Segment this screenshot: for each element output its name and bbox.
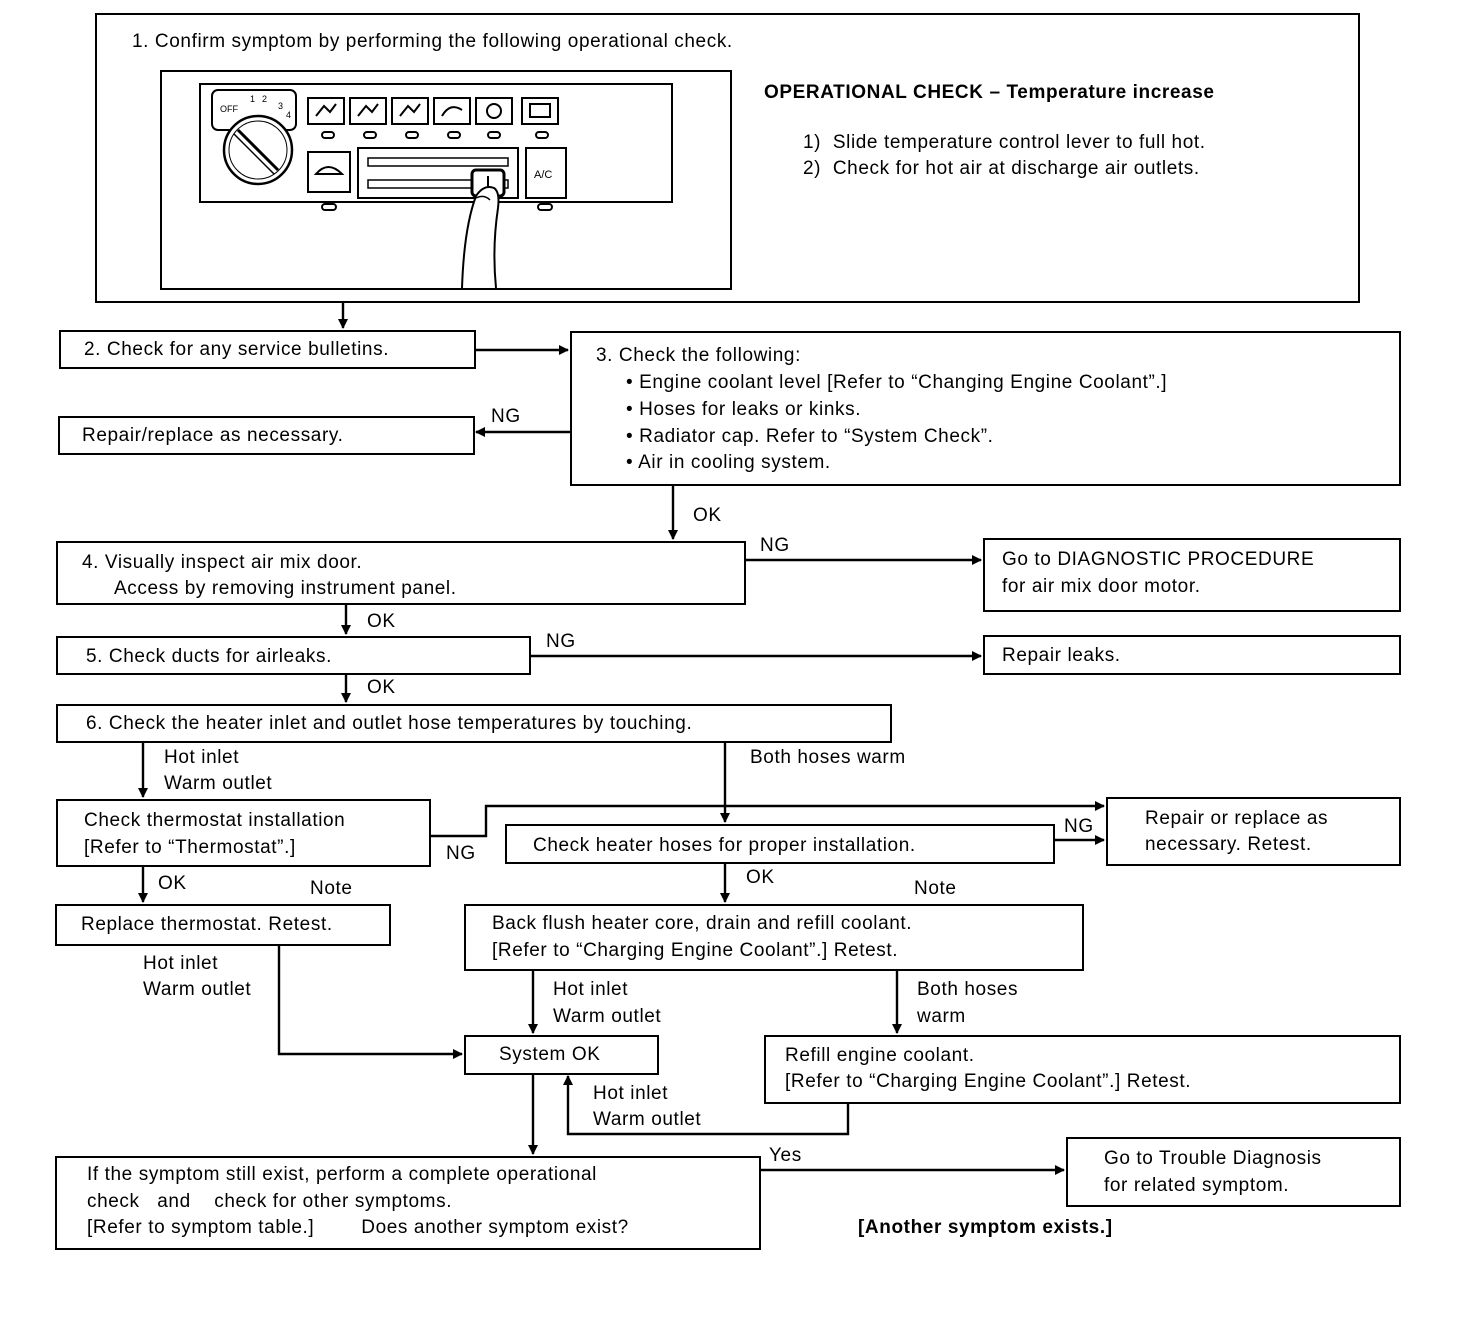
repair-replace-text: Repair/replace as necessary. xyxy=(82,425,344,446)
label-warm-outlet-4: Warm outlet xyxy=(593,1109,702,1130)
label-ok-step5: OK xyxy=(367,677,396,698)
label-warm-outlet-1: Warm outlet xyxy=(164,773,273,794)
arrow-thermostat-repair xyxy=(431,801,1105,838)
step3-item-2: Hoses for leaks or kinks. xyxy=(639,399,862,420)
trouble-diag-line2: for related symptom. xyxy=(1104,1175,1290,1196)
label-hot-inlet-2: Hot inlet xyxy=(143,953,219,974)
label-both-hoses-warm: Both hoses warm xyxy=(750,747,906,768)
heater-hoses-text: Check heater hoses for proper installati… xyxy=(533,835,916,856)
label-note-hoses: Note xyxy=(914,878,957,899)
step3-item-3: Radiator cap. Refer to “System Check”. xyxy=(639,426,994,447)
system-ok-box: System OK xyxy=(464,1035,659,1075)
diag-procedure-line2: for air mix door motor. xyxy=(1002,576,1201,597)
step5-box: 5. Check ducts for airleaks. xyxy=(56,636,531,675)
label-warm-outlet-2: Warm outlet xyxy=(143,979,252,1000)
arrow-refill-systemok xyxy=(563,1075,850,1136)
repair-leaks-text: Repair leaks. xyxy=(1002,645,1121,666)
step6-text: 6. Check the heater inlet and outlet hos… xyxy=(86,713,693,734)
step3-bullet-3: • Radiator cap. Refer to “System Check”. xyxy=(626,426,994,447)
label-yes: Yes xyxy=(769,1145,802,1166)
final-check-box: If the symptom still exist, perform a co… xyxy=(55,1156,761,1250)
thermostat-check-line2: [Refer to “Thermostat”.] xyxy=(84,837,296,858)
operational-step-2: 2) Check for hot air at discharge air ou… xyxy=(803,158,1200,179)
step2-text: 2. Check for any service bulletins. xyxy=(84,339,390,360)
label-hot-inlet-3: Hot inlet xyxy=(553,979,629,1000)
label-hot-inlet-1: Hot inlet xyxy=(164,747,240,768)
replace-thermostat-text: Replace thermostat. Retest. xyxy=(81,914,333,935)
thermostat-check-line1: Check thermostat installation xyxy=(84,810,346,831)
step4-line2: Access by removing instrument panel. xyxy=(114,578,457,599)
trouble-diag-box: Go to Trouble Diagnosis for related symp… xyxy=(1066,1137,1401,1207)
step3-item-1: Engine coolant level [Refer to “Changing… xyxy=(639,372,1168,393)
step1-text: 1. Confirm symptom by performing the fol… xyxy=(132,31,733,52)
hvac-panel-drawing: OFF 1 2 3 4 xyxy=(199,83,673,288)
label-ok-step4: OK xyxy=(367,611,396,632)
arrow-replace-systemok xyxy=(277,945,463,1059)
fan-label-4: 4 xyxy=(286,110,291,120)
step1-box: 1. Confirm symptom by performing the fol… xyxy=(95,13,1360,303)
system-ok-text: System OK xyxy=(499,1044,601,1065)
label-both-hoses: Both hoses xyxy=(917,979,1019,1000)
repair-leaks-box: Repair leaks. xyxy=(983,635,1401,675)
control-panel-illustration: OFF 1 2 3 4 xyxy=(160,70,732,290)
fan-label-1: 1 xyxy=(250,94,255,104)
fan-label-2: 2 xyxy=(262,94,267,104)
step2-box: 2. Check for any service bulletins. xyxy=(59,330,476,369)
replace-thermostat-box: Replace thermostat. Retest. xyxy=(55,904,391,946)
trouble-diag-line1: Go to Trouble Diagnosis xyxy=(1104,1148,1322,1169)
fan-label-off: OFF xyxy=(220,104,238,114)
step3-bullet-1: • Engine coolant level [Refer to “Changi… xyxy=(626,372,1168,393)
back-flush-box: Back flush heater core, drain and refill… xyxy=(464,904,1084,971)
step6-box: 6. Check the heater inlet and outlet hos… xyxy=(56,704,892,743)
label-ng-step4: NG xyxy=(760,535,790,556)
repair-retest-line1: Repair or replace as xyxy=(1145,808,1329,829)
step5-text: 5. Check ducts for airleaks. xyxy=(86,646,332,667)
repair-replace-box: Repair/replace as necessary. xyxy=(58,416,475,455)
label-ng-hoses: NG xyxy=(1064,816,1094,837)
fan-label-3: 3 xyxy=(278,101,283,111)
label-note-thermostat: Note xyxy=(310,878,353,899)
refill-coolant-line1: Refill engine coolant. xyxy=(785,1045,975,1066)
label-hot-inlet-4: Hot inlet xyxy=(593,1083,669,1104)
step3-title: 3. Check the following: xyxy=(596,345,801,366)
final-check-line3: [Refer to symptom table.] Does another s… xyxy=(87,1217,629,1238)
label-ng-step3: NG xyxy=(491,406,521,427)
final-check-line1: If the symptom still exist, perform a co… xyxy=(87,1164,597,1185)
repair-retest-box: Repair or replace as necessary. Retest. xyxy=(1106,797,1401,866)
back-flush-line1: Back flush heater core, drain and refill… xyxy=(492,913,913,934)
repair-retest-line2: necessary. Retest. xyxy=(1145,834,1312,855)
step4-line1: 4. Visually inspect air mix door. xyxy=(82,552,363,573)
operational-step-1: 1) Slide temperature control lever to fu… xyxy=(803,132,1206,153)
label-ok-step3: OK xyxy=(693,505,722,526)
label-warm: warm xyxy=(917,1006,966,1027)
step3-box: 3. Check the following: • Engine coolant… xyxy=(570,331,1401,486)
another-symptom-note: [Another symptom exists.] xyxy=(858,1217,1113,1238)
step4-box: 4. Visually inspect air mix door. Access… xyxy=(56,541,746,605)
label-warm-outlet-3: Warm outlet xyxy=(553,1006,662,1027)
label-ng-step5: NG xyxy=(546,631,576,652)
operational-check-title: OPERATIONAL CHECK – Temperature increase xyxy=(764,82,1215,103)
step3-bullet-4: • Air in cooling system. xyxy=(626,452,831,473)
refill-coolant-line2: [Refer to “Charging Engine Coolant”.] Re… xyxy=(785,1071,1192,1092)
diag-procedure-line1: Go to DIAGNOSTIC PROCEDURE xyxy=(1002,549,1315,570)
heater-hoses-box: Check heater hoses for proper installati… xyxy=(505,824,1055,864)
step3-item-4: Air in cooling system. xyxy=(638,452,831,473)
back-flush-line2: [Refer to “Charging Engine Coolant”.] Re… xyxy=(492,940,899,961)
step3-bullet-2: • Hoses for leaks or kinks. xyxy=(626,399,862,420)
refill-coolant-box: Refill engine coolant. [Refer to “Chargi… xyxy=(764,1035,1401,1104)
ac-label: A/C xyxy=(534,169,552,181)
thermostat-check-box: Check thermostat installation [Refer to … xyxy=(56,799,431,867)
label-ok-hoses: OK xyxy=(746,867,775,888)
final-check-line2: check and check for other symptoms. xyxy=(87,1191,453,1212)
diag-procedure-box: Go to DIAGNOSTIC PROCEDURE for air mix d… xyxy=(983,538,1401,612)
label-ok-thermostat: OK xyxy=(158,873,187,894)
label-ng-thermostat: NG xyxy=(446,843,476,864)
